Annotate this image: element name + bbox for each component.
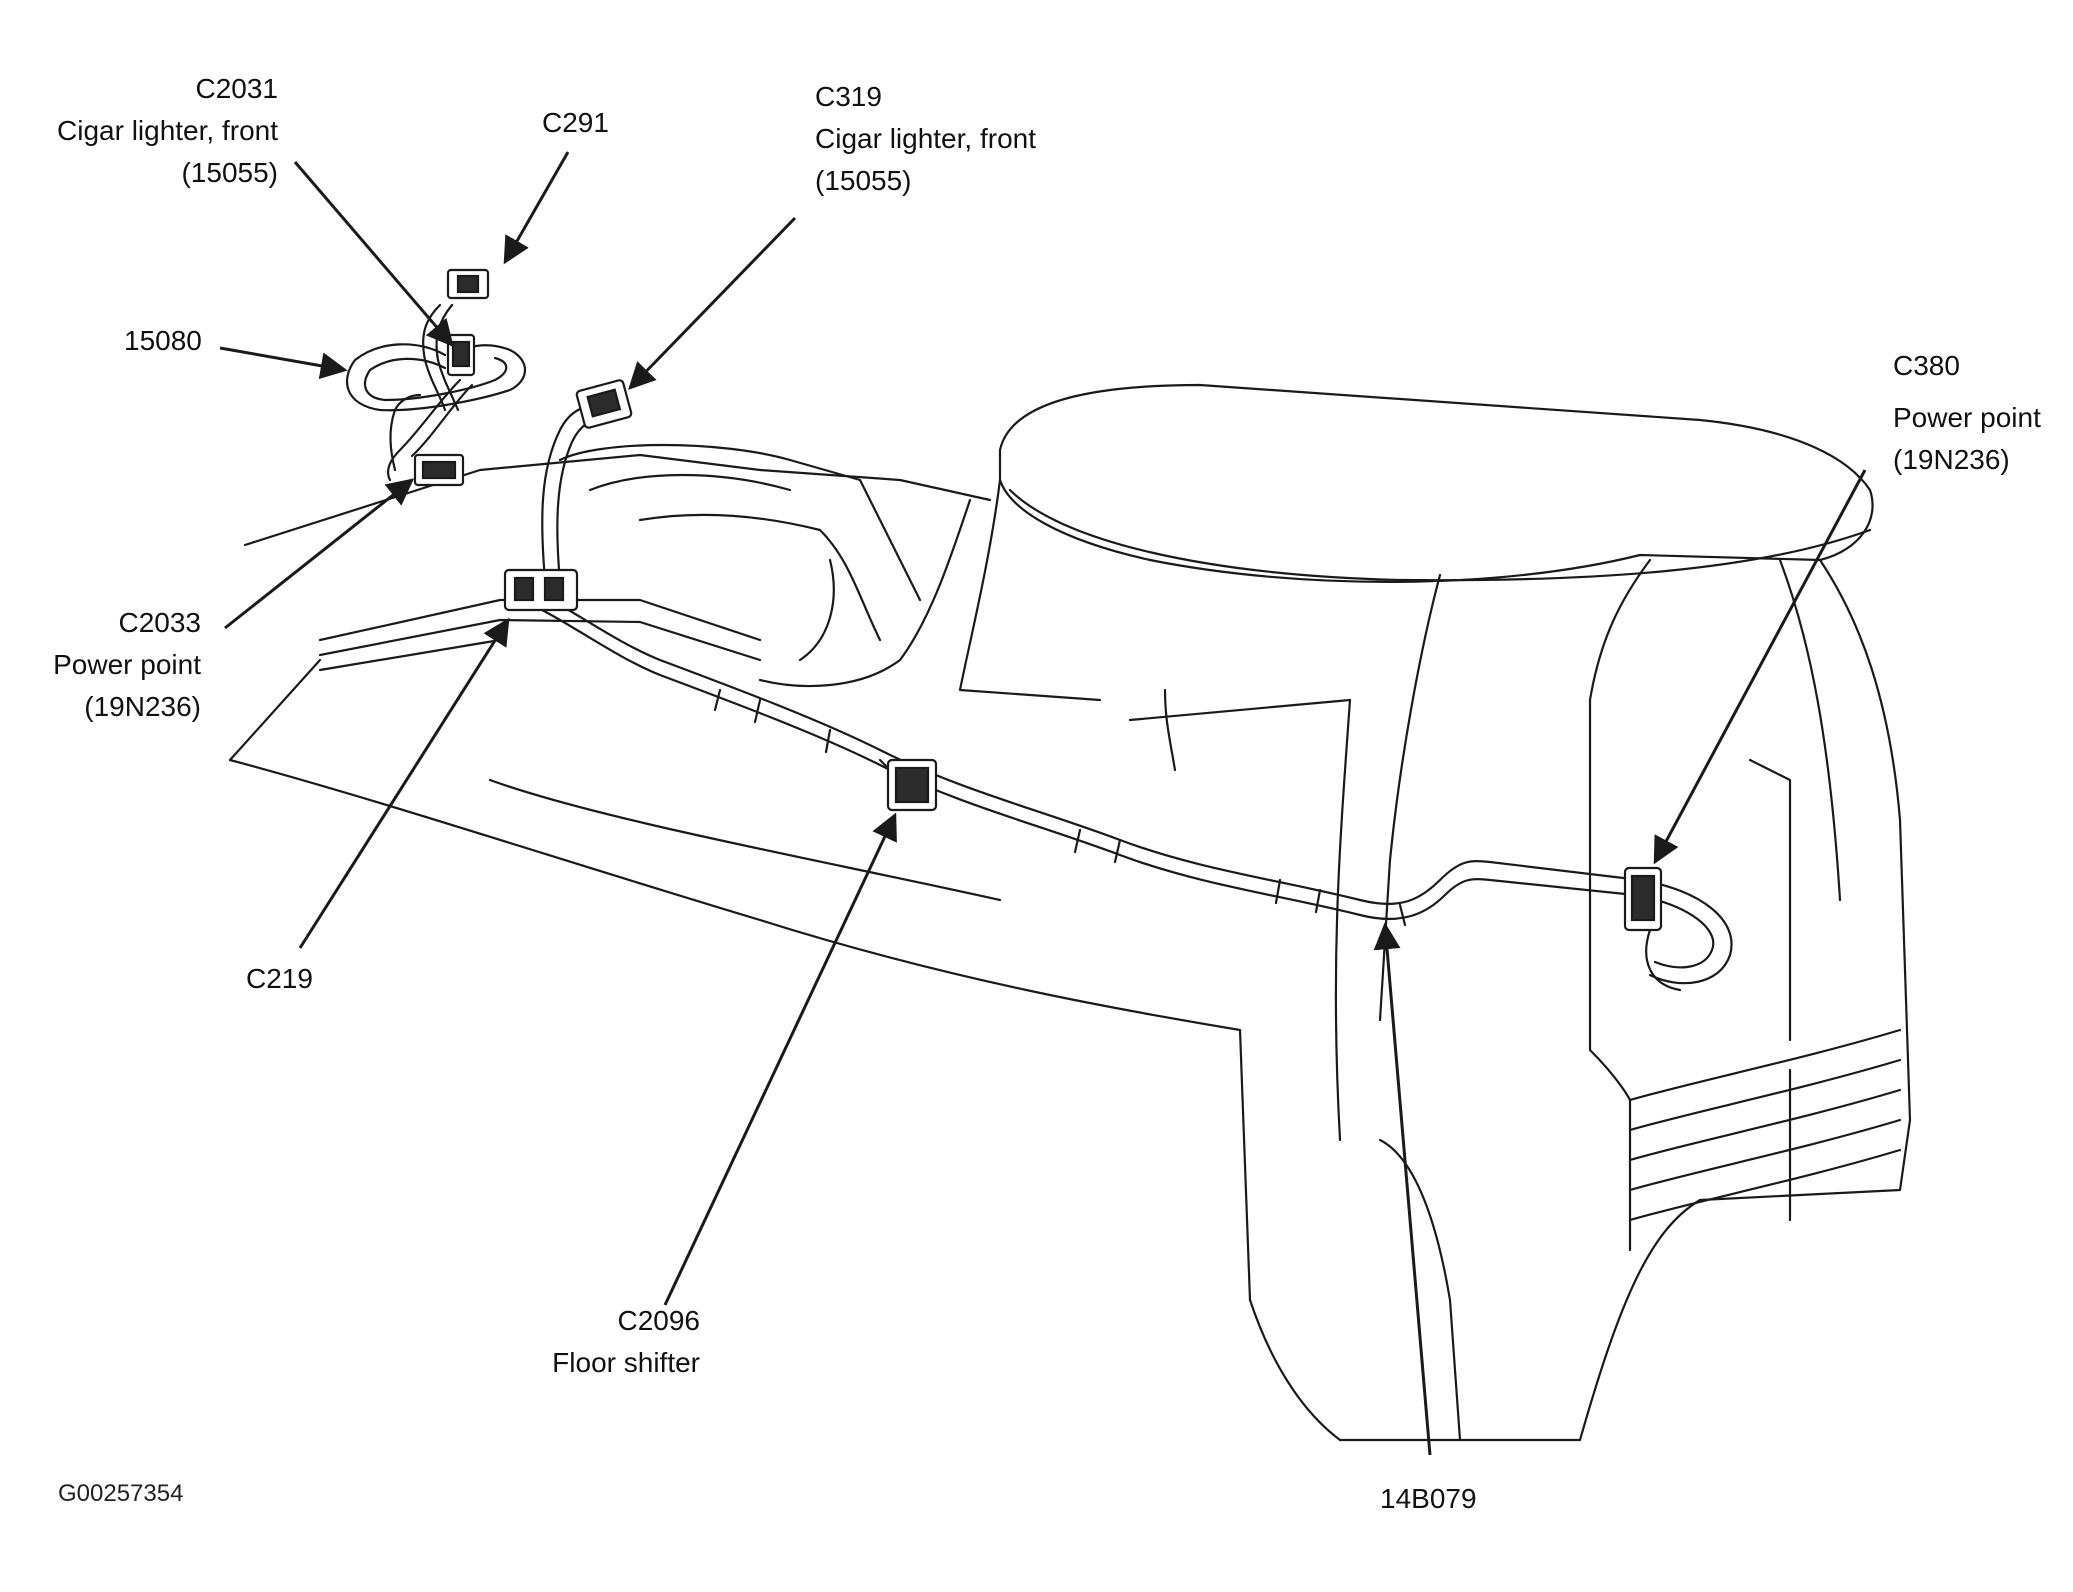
- figure-id: G00257354: [58, 1480, 184, 1507]
- leader-c2096: [663, 812, 897, 1306]
- connector-c291: [446, 268, 490, 300]
- console-outline: [228, 383, 1912, 1442]
- label-c2033-part: (19N236): [84, 691, 201, 722]
- leader-c2031: [293, 161, 454, 348]
- label-c2031-desc: Cigar lighter, front: [57, 115, 278, 146]
- label-c2033-desc: Power point: [53, 649, 201, 680]
- label-c219-code: C219: [246, 963, 313, 994]
- label-c2096: C2096 Floor shifter: [552, 1300, 700, 1384]
- label-c2033-code: C2033: [118, 607, 201, 638]
- lighter-harness-15080: [346, 303, 526, 482]
- label-c319-desc: Cigar lighter, front: [815, 123, 1036, 154]
- label-c2031: C2031 Cigar lighter, front (15055): [57, 68, 278, 194]
- leader-lines: [219, 151, 1867, 1456]
- label-c380-part: (19N236): [1893, 444, 2010, 475]
- label-14b079: 14B079: [1380, 1478, 1477, 1520]
- label-c2031-part: (15055): [181, 157, 278, 188]
- leader-c2033: [224, 478, 415, 630]
- label-c380: C380 Power point (19N236): [1893, 345, 2041, 481]
- connector-c319: [575, 379, 633, 429]
- label-c2031-code: C2031: [195, 73, 278, 104]
- label-c319: C319 Cigar lighter, front (15055): [815, 76, 1036, 202]
- leader-c380: [1653, 469, 1867, 865]
- leader-c319: [628, 216, 797, 390]
- connector-c219: [503, 568, 579, 612]
- connector-c2096: [886, 758, 938, 812]
- label-c319-code: C319: [815, 81, 882, 112]
- label-c2096-code: C2096: [617, 1305, 700, 1336]
- label-c291-code: C291: [542, 107, 609, 138]
- connector-c2033: [413, 453, 465, 487]
- label-c2033: C2033 Power point (19N236): [53, 602, 201, 728]
- leader-14b079: [1373, 922, 1432, 1456]
- connectors: [413, 268, 1663, 932]
- label-15080-code: 15080: [124, 325, 202, 356]
- label-c2096-desc: Floor shifter: [552, 1347, 700, 1378]
- label-c319-part: (15055): [815, 165, 912, 196]
- label-c380-code: C380: [1893, 350, 1960, 381]
- connector-c2031: [446, 333, 476, 377]
- label-c380-desc: Power point: [1893, 402, 2041, 433]
- connector-c380: [1623, 866, 1663, 932]
- label-c291: C291: [542, 102, 609, 144]
- label-c219: C219: [246, 958, 313, 1000]
- label-14b079-code: 14B079: [1380, 1483, 1477, 1514]
- label-15080: 15080: [124, 320, 202, 362]
- leader-c291: [503, 151, 570, 265]
- leader-15080: [219, 346, 348, 380]
- leader-c219: [298, 617, 510, 949]
